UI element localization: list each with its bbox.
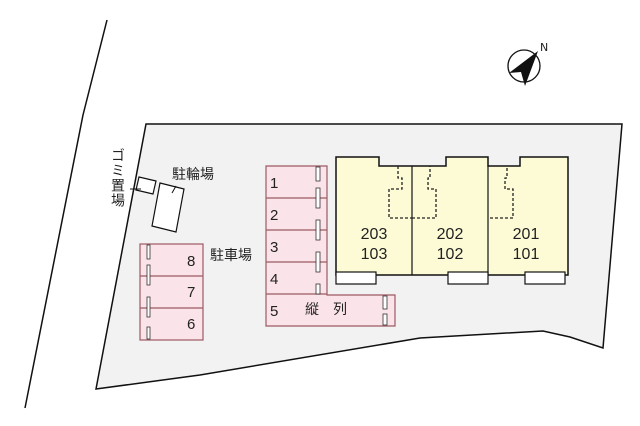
unit-201-101: 201 101: [498, 225, 554, 265]
unit-lower-number: 101: [512, 246, 540, 263]
parking-space-4: 4: [270, 271, 279, 288]
parking-space-2: 2: [270, 207, 279, 224]
parking-block-center: [265, 165, 396, 327]
compass-north-label: N: [540, 41, 549, 54]
parking-space-8: 8: [187, 253, 196, 270]
parking-label: 駐車場: [210, 248, 252, 264]
unit-202-102: 202 102: [422, 225, 478, 265]
parking-block-left: [139, 243, 204, 341]
unit-203-103: 203 103: [346, 225, 402, 265]
tandem-parking-label: 縦 列: [305, 302, 347, 318]
parking-space-6: 6: [187, 316, 196, 333]
unit-lower-number: 102: [436, 246, 464, 263]
parking-space-3: 3: [270, 239, 279, 256]
parking-space-1: 1: [270, 175, 279, 192]
road-boundary-line: [24, 19, 108, 409]
parking-space-5: 5: [270, 303, 279, 320]
unit-upper-number: 203: [360, 226, 388, 243]
bicycle-parking-label: 駐輪場: [172, 167, 214, 183]
garbage-area: [135, 176, 157, 195]
unit-lower-number: 103: [360, 246, 388, 263]
parking-space-7: 7: [187, 284, 196, 301]
unit-upper-number: 201: [512, 226, 540, 243]
unit-upper-number: 202: [436, 226, 464, 243]
bicycle-leader-line: [171, 185, 177, 194]
compass: [507, 49, 541, 86]
north-arrow-icon: [509, 51, 538, 86]
garbage-area-label: ゴミ置場: [109, 148, 125, 208]
apartment-building: [335, 156, 569, 285]
